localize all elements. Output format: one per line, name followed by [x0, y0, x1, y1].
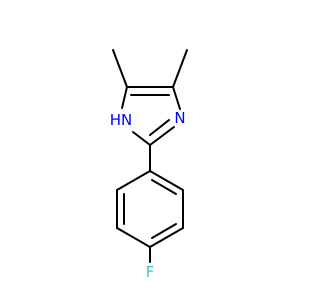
molecule-structure: HN N F — [110, 49, 188, 281]
bond-ph-6 — [116, 170, 151, 191]
bond-c2-n1 — [132, 131, 151, 146]
bond-ph-1 — [149, 170, 184, 191]
bond-n3-c2 — [149, 126, 175, 146]
methyl-groups — [112, 49, 188, 88]
fluorophenyl-ring — [116, 170, 184, 248]
molecule-canvas: HN N F — [109, 49, 188, 281]
atom-label-f: F — [146, 263, 155, 281]
bond-ph-inner-2 — [151, 223, 177, 239]
bond-c5-methyl — [172, 49, 188, 88]
imidazole-ring — [121, 86, 181, 146]
bond-c4-methyl — [112, 49, 128, 88]
bond-ph-inner-1 — [151, 179, 177, 195]
bond-n1-c4 — [121, 86, 128, 109]
atom-label-nh: HN — [110, 111, 133, 129]
atom-label-n: N — [174, 109, 185, 127]
bond-ph-4 — [116, 227, 151, 248]
bond-c5-n3 — [172, 86, 181, 110]
bond-ph-3 — [149, 227, 184, 248]
bond-n3-c2-double — [149, 119, 170, 136]
